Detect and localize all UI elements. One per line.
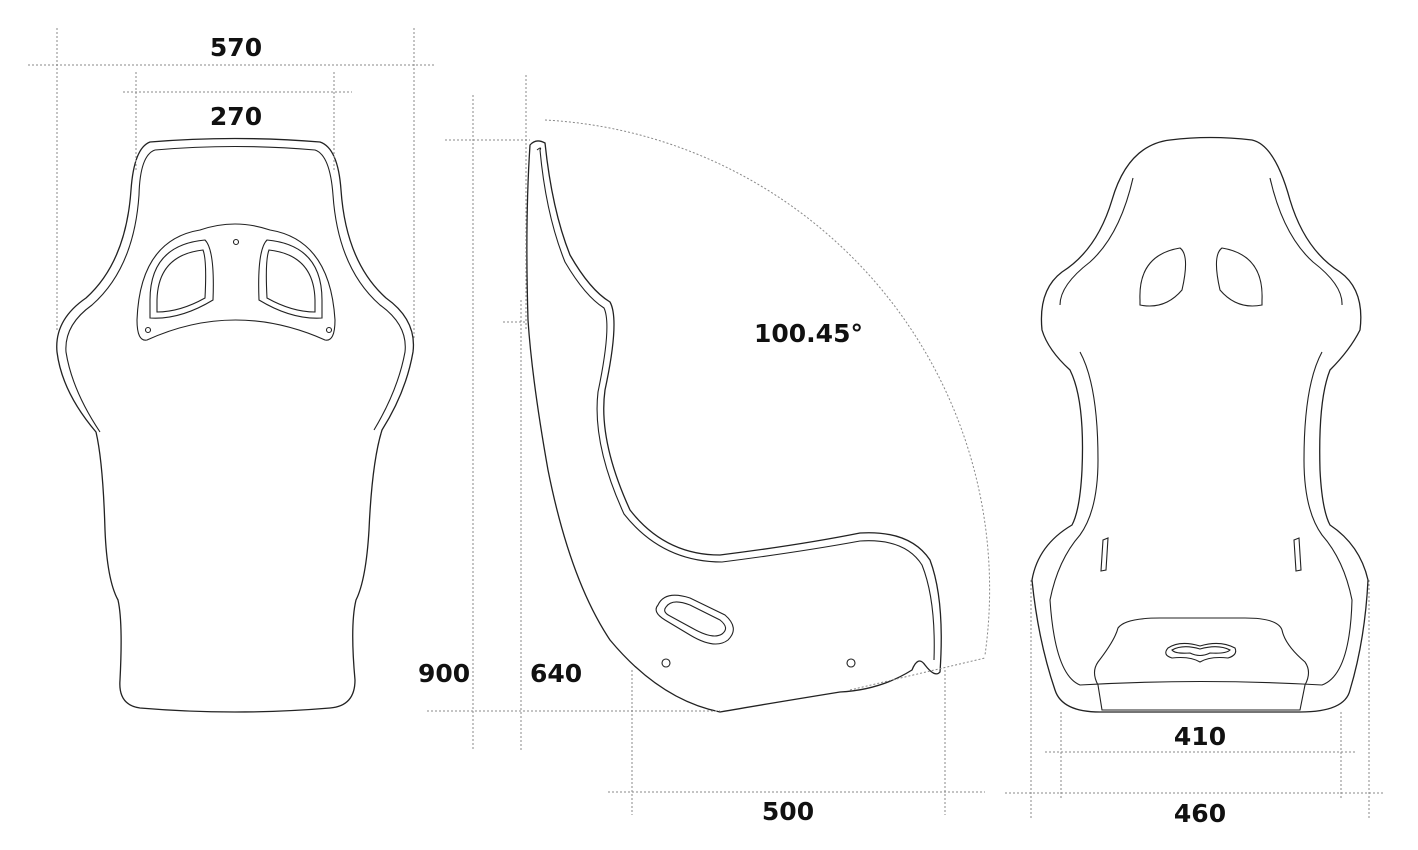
back-view bbox=[56, 137, 415, 713]
front-view bbox=[1031, 136, 1369, 713]
dimension-label-570: 570 bbox=[210, 33, 262, 62]
dimension-label-500: 500 bbox=[762, 797, 814, 826]
dimension-label-900: 900 bbox=[418, 659, 470, 688]
dimension-label-460: 460 bbox=[1174, 799, 1226, 828]
dimension-label-640: 640 bbox=[530, 659, 582, 688]
dimension-label-270: 270 bbox=[210, 102, 262, 131]
front-view-dimensions: 410 460 bbox=[1005, 580, 1385, 828]
back-view-dimensions: 570 270 bbox=[28, 28, 435, 340]
mount-hole-icon bbox=[232, 238, 240, 246]
dimension-label-410: 410 bbox=[1174, 722, 1226, 751]
side-view bbox=[526, 140, 942, 713]
side-view-dimensions: 900 640 100.45° 500 bbox=[418, 75, 991, 826]
dimension-label-angle: 100.45° bbox=[754, 319, 863, 348]
